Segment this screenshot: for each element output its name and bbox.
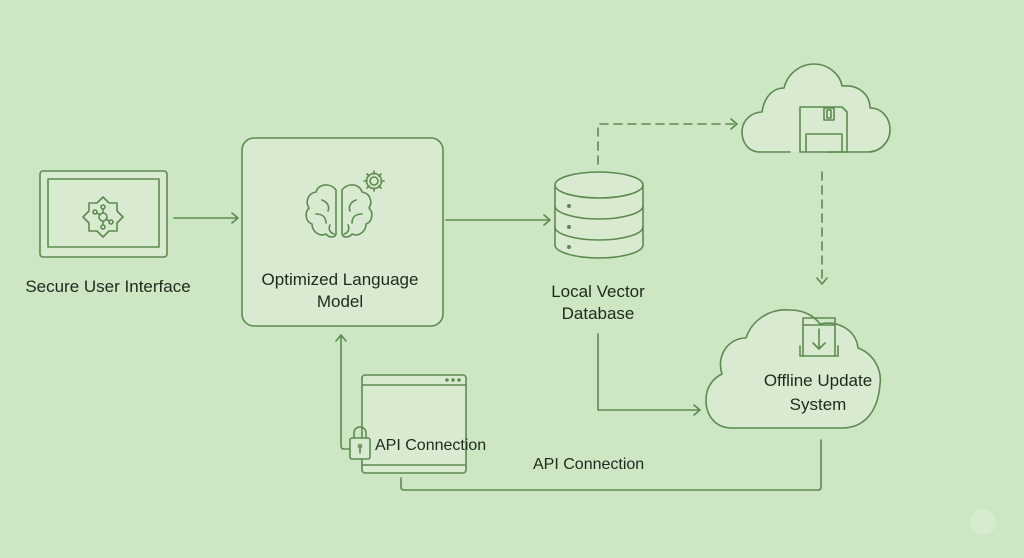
llm-label-line1: Optimized Language (261, 270, 419, 289)
arrow-llm-to-db (445, 214, 551, 226)
db-label-line1: Local Vector (551, 282, 645, 301)
api-window-node (361, 374, 467, 474)
lock-icon (349, 426, 371, 460)
watermark-icon (970, 509, 996, 535)
api-label: API Connection (375, 437, 487, 454)
offline-update-node (705, 309, 882, 429)
offline-label-line2: System (789, 395, 847, 414)
arrow-db-to-offline (597, 333, 701, 416)
secure-ui-label: Secure User Interface (25, 277, 191, 296)
llm-label-line2: Model (316, 292, 364, 311)
offline-label-line1: Offline Update (763, 371, 873, 390)
secure-ui-node (39, 170, 168, 258)
brain-icon (305, 184, 373, 238)
arrow-ui-to-llm (173, 212, 239, 224)
arrowhead (730, 118, 738, 130)
floppy-disk-icon (799, 106, 848, 153)
cloud-storage-node (741, 63, 891, 153)
download-icon (799, 317, 839, 357)
arrowhead (816, 277, 828, 285)
dashed-arrow-db-to-cloud (597, 123, 737, 165)
arrow-api-to-llm (335, 334, 351, 450)
database-icon (554, 171, 644, 259)
line-offline-to-api (400, 439, 822, 491)
gear-icon (363, 170, 385, 192)
network-hub-icon (82, 196, 124, 238)
db-label-line2: Database (561, 304, 635, 323)
api-edge-label: API Connection (533, 456, 645, 473)
